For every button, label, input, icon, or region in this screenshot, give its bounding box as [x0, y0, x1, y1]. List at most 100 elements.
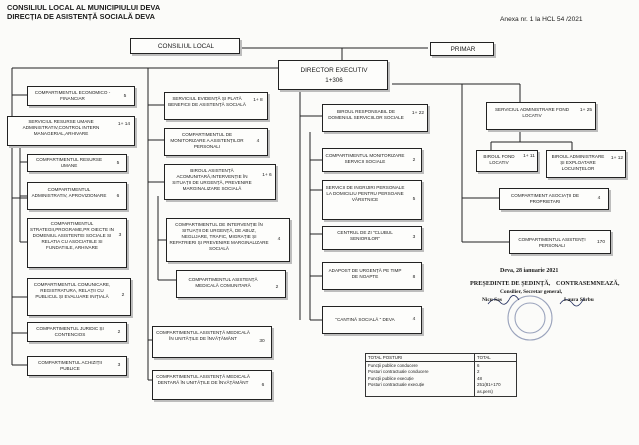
- center-office: BIROUL RESPONSABIL DE DOMENIUL SERVICIIL…: [322, 104, 428, 132]
- unit-label: COMPARTIMENTUL RESURSE UMANE: [35, 157, 103, 168]
- director-label: DIRECTOR EXECUTIV: [300, 67, 368, 74]
- left-unit: COMPARTIMENTUL ADMINISTRATIV, APROVIZION…: [27, 182, 127, 210]
- center-unit: SERVICII DE INGRIJIRI PERSONALE LA DOMIC…: [322, 180, 422, 220]
- unit-count: 6: [116, 194, 120, 199]
- unit-label: COMPARTIMENTUL STRATEGII,PROGRAME,PR OIE…: [30, 221, 114, 250]
- council-heading: CONSILIUL LOCAL AL MUNICIPIULUI DEVA: [7, 3, 161, 12]
- unit-count: 2: [121, 293, 125, 298]
- unit-label: COMPARTIMENTUL ASISTENȚĂ MEDICALĂ DENTAR…: [156, 374, 250, 385]
- president-title: PREȘEDINTE DE ȘEDINȚĂ,: [470, 280, 551, 287]
- unit-count: 5: [116, 161, 120, 166]
- unit-label: COMPARTIMENTUL DE MONITORIZARE A ASISTEN…: [170, 132, 244, 149]
- unit-label: COMPARTIMENTUL DE INTERVENȚIE ÎN SITUAȚI…: [169, 222, 269, 251]
- unit-label: SERVICIUL RESURSE UMANE ADMINISTRATIV,CO…: [22, 119, 100, 136]
- totals-row-label: Posturi contractuale conducere: [368, 369, 429, 375]
- secretary-title: Consilier, Secretar general,: [500, 289, 563, 295]
- unit-label: CENTRUL DE ZI "CLUBUL SENIORILOR": [337, 230, 393, 241]
- countersign-title: CONTRASEMNEAZĂ,: [556, 280, 620, 287]
- unit-count: 170: [596, 240, 605, 245]
- totals-row-label: Funcții publice conducere: [368, 363, 418, 368]
- unit-label: COMPARTIMENTUL ASISTENȚĂ MEDICALĂ ÎN UNI…: [156, 330, 250, 341]
- primar-label: PRIMAR: [450, 46, 476, 53]
- center-unit: CENTRUL DE ZI "CLUBUL SENIORILOR" 3: [322, 226, 422, 250]
- unit-count: 4: [256, 139, 260, 144]
- consiliu-local-label: CONSILIUL LOCAL: [157, 43, 215, 50]
- unit-count: 4: [412, 317, 416, 322]
- unit-label: COMPARTIMENTUL ADMINISTRATIV, APROVIZION…: [31, 187, 107, 198]
- totals-header-label: TOTAL POSTURI: [365, 353, 475, 362]
- center-unit: ADAPOST DE URGENȚĂ PE TIMP DE NOAPTE 8: [322, 262, 422, 290]
- middle-unit: COMPARTIMENTUL ASISTENȚĂ MEDICALĂ ÎN UNI…: [152, 326, 272, 358]
- consiliu-local-box: CONSILIUL LOCAL: [130, 38, 240, 54]
- unit-count: 8: [412, 275, 416, 280]
- totals-table: TOTAL POSTURI TOTAL Funcții publice cond…: [365, 353, 517, 397]
- middle-unit: COMPARTIMENTUL DE MONITORIZARE A ASISTEN…: [164, 128, 268, 156]
- left-unit: COMPARTIMENTUL ACHIZIȚII PUBLICE 3: [27, 356, 127, 376]
- unit-label: BIROUL RESPONSABIL DE DOMENIUL SERVICIIL…: [328, 109, 404, 120]
- director-count: 1+306: [325, 77, 343, 84]
- left-unit: COMPARTIMENTUL RESURSE UMANE 5: [27, 154, 127, 172]
- middle-unit: COMPARTIMENTUL ASISTENȚĂ MEDICALĂ DENTAR…: [152, 370, 272, 400]
- middle-unit: COMPARTIMENTUL DE INTERVENȚIE ÎN SITUAȚI…: [166, 218, 290, 262]
- unit-label: COMPARTIMENTUL JURIDIC ȘI CONTENCIOS: [36, 326, 104, 337]
- totals-row-label: Funcții publice execuție: [368, 375, 414, 381]
- unit-count: 5: [412, 197, 416, 202]
- unit-label: COMPARTIMENTUL ECONOMICO - FINANCIAR: [34, 90, 111, 101]
- totals-row-value: 48: [477, 375, 482, 381]
- unit-count: 1+ 6: [262, 173, 272, 178]
- center-unit: COMPARTIMENTUL MONITORIZARE SERVICII SOC…: [322, 148, 422, 172]
- unit-label: COMPARTIMENTUL MONITORIZARE SERVICII SOC…: [325, 153, 405, 164]
- right-office: BIROUL ADMINISTRARE ȘI EXPLOATARE LOCUIN…: [546, 150, 626, 178]
- right-service: SERVICIUL ADMINISTRARE FOND LOCATIV 1+ 2…: [486, 102, 596, 130]
- unit-label: COMPARTIMENTUL ACHIZIȚII PUBLICE: [38, 360, 102, 371]
- unit-count: 2: [117, 330, 121, 335]
- unit-count: 1+ 11: [523, 154, 535, 159]
- unit-count: 2: [275, 285, 279, 290]
- unit-label: SERVICIUL ADMINISTRARE FOND LOCATIV: [494, 107, 570, 118]
- left-unit: COMPARTIMENTUL COMUNICARE, REGISTRATURA,…: [27, 278, 131, 316]
- unit-label: COMPARTIMENTUL COMUNICARE, REGISTRATURA,…: [33, 282, 111, 299]
- unit-count: 1+ 22: [411, 111, 425, 116]
- center-unit: "CANTINĂ SOCIALĂ " DEVA 4: [322, 306, 422, 334]
- unit-label: SERVICII DE INGRIJIRI PERSONALE LA DOMIC…: [325, 185, 405, 202]
- unit-count: 4: [277, 237, 281, 242]
- unit-count: 1+ 12: [610, 156, 624, 161]
- totals-header-value: TOTAL: [474, 353, 517, 362]
- right-office: BIROUL FOND LOCATIV 1+ 11: [476, 150, 538, 172]
- unit-count: 3: [118, 233, 122, 238]
- middle-office: BIROUL ASISTENȚĂ ACOMUNITARĂ,INTERVENȚIE…: [164, 164, 276, 200]
- unit-count: 5: [123, 94, 127, 99]
- left-unit: COMPARTIMENTUL STRATEGII,PROGRAME,PR OIE…: [27, 218, 127, 268]
- unit-label: SERVICIUL EVIDENȚĂ ȘI PLATĂ BENEFICII DE…: [168, 96, 246, 107]
- unit-label: BIROUL FOND LOCATIV: [483, 154, 515, 165]
- signature-date: Deva, 28 ianuarie 2021: [500, 268, 559, 274]
- totals-row-value: 6: [477, 363, 480, 368]
- unit-label: COMPARTIMENTUL ASISTENȚI PERSONALI: [518, 237, 586, 248]
- directorate-heading: DIRECȚIA DE ASISTENȚĂ SOCIALĂ DEVA: [7, 12, 155, 21]
- right-unit: COMPARTIMENTUL ASISTENȚI PERSONALI 170: [509, 230, 611, 254]
- president-name: Nicu Sas: [482, 297, 502, 303]
- totals-labels-cell: Funcții publice conducere Posturi contra…: [365, 361, 475, 397]
- primar-box: PRIMAR: [430, 42, 494, 56]
- unit-count: 6: [261, 383, 265, 388]
- unit-count: 1+ 14: [117, 122, 131, 127]
- director-executiv-box: DIRECTOR EXECUTIV 1+306: [278, 60, 388, 90]
- unit-count: 3: [117, 363, 121, 368]
- unit-label: COMPARTIMENTUL ASISTENȚĂ MEDICALĂ COMUNI…: [188, 277, 258, 288]
- unit-label: BIROUL ADMINISTRARE ȘI EXPLOATARE LOCUIN…: [551, 154, 605, 171]
- middle-service: SERVICIUL EVIDENȚĂ ȘI PLATĂ BENEFICII DE…: [164, 92, 268, 120]
- unit-count: 1+ 25: [579, 108, 593, 113]
- unit-count: 1+ 8: [253, 98, 263, 103]
- annex-reference: Anexa nr. 1 la HCL 54 /2021: [500, 16, 583, 23]
- totals-values-cell: 6 2 48 251(81+170 as.pers): [474, 361, 517, 397]
- left-unit: COMPARTIMENTUL ECONOMICO - FINANCIAR 5: [27, 86, 135, 106]
- unit-label: BIROUL ASISTENȚĂ ACOMUNITARĂ,INTERVENȚIE…: [172, 168, 252, 191]
- totals-row-value: 251(81+170 as.pers): [477, 382, 501, 394]
- unit-label: COMPARTIMENT ASOCIAȚII DE PROPRIETARI: [510, 193, 580, 204]
- unit-count: 30: [259, 339, 265, 344]
- middle-unit: COMPARTIMENTUL ASISTENȚĂ MEDICALĂ COMUNI…: [176, 270, 286, 298]
- totals-row-label: Posturi contractuale execuție: [368, 382, 425, 388]
- secretary-name: Laura Sârbu: [564, 297, 594, 303]
